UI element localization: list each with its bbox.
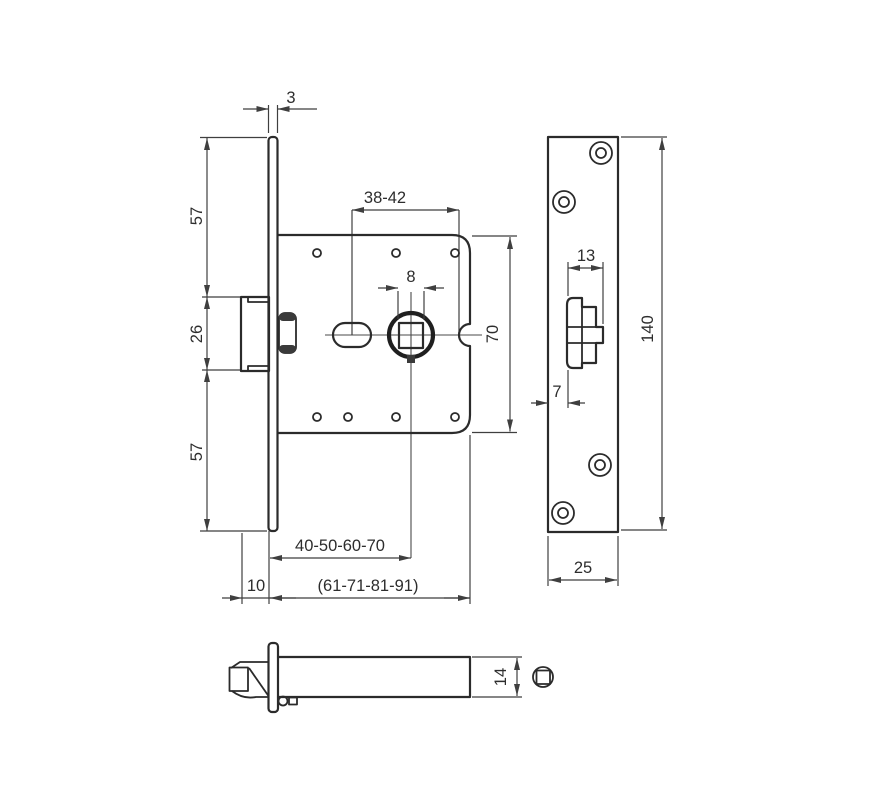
dim-label-projection: 10 bbox=[247, 577, 265, 595]
screw-hole bbox=[343, 412, 353, 422]
dim-plate-height: 140 bbox=[621, 136, 667, 531]
latch-head-section bbox=[228, 661, 270, 699]
dim-label-14: 14 bbox=[492, 668, 510, 686]
dim-label-25: 25 bbox=[574, 559, 592, 577]
faceplate-view: 13 7 140 25 bbox=[531, 135, 667, 586]
faceplate-screw-holes bbox=[551, 141, 613, 525]
latch-bevel bbox=[248, 667, 270, 697]
dim-label-3: 3 bbox=[286, 89, 295, 107]
dim-label-70: 70 bbox=[484, 325, 502, 343]
dim-label-57-upper: 57 bbox=[188, 207, 206, 225]
latch-bolt-profile bbox=[565, 296, 605, 370]
dim-faceplate-thickness: 3 bbox=[243, 89, 317, 133]
faceplate-outline bbox=[546, 135, 620, 534]
latch-tail-cap-bottom bbox=[279, 345, 296, 353]
dim-latch-offset: 7 bbox=[531, 370, 585, 408]
lock-case bbox=[276, 233, 472, 435]
latch-bolt-front bbox=[239, 295, 271, 373]
dim-case-thickness: 14 bbox=[472, 656, 522, 698]
oval-slot bbox=[331, 321, 373, 349]
screw-hole bbox=[391, 248, 401, 258]
latch-bolt-outline bbox=[239, 295, 271, 373]
dim-label-57-lower: 57 bbox=[188, 443, 206, 461]
dim-spindle-square: 8 bbox=[378, 268, 444, 319]
screw-hole bbox=[552, 190, 576, 214]
hub-stop-tab bbox=[407, 355, 415, 363]
faceplate-section bbox=[267, 641, 280, 714]
dim-latch-width: 13 bbox=[567, 247, 604, 324]
screw-hole bbox=[450, 248, 460, 258]
dim-backset-group: 40-50-60-70 10 (61-71-81-91) bbox=[222, 435, 471, 604]
deadlock-pin bbox=[277, 695, 298, 707]
latch-bolt-steps bbox=[247, 297, 269, 371]
dim-label-backset: 40-50-60-70 bbox=[295, 537, 385, 555]
bottom-view: 14 bbox=[228, 641, 554, 714]
dim-label-13: 13 bbox=[577, 247, 595, 265]
screw-hole bbox=[589, 141, 613, 165]
dim-label-8: 8 bbox=[406, 268, 415, 286]
spindle-square-hole bbox=[397, 321, 425, 350]
screw-hole bbox=[391, 412, 401, 422]
screw-hole bbox=[450, 412, 460, 422]
screw-hole bbox=[312, 248, 322, 258]
screw-hole bbox=[551, 501, 575, 525]
dim-left-stack: 57 26 57 bbox=[188, 136, 267, 532]
latch-tail bbox=[278, 312, 297, 354]
case-body-section bbox=[276, 655, 472, 699]
case-screw-holes bbox=[312, 248, 460, 422]
screw-hole bbox=[312, 412, 322, 422]
dim-label-26: 26 bbox=[188, 325, 206, 343]
front-view: 3 57 26 57 38-42 8 bbox=[188, 89, 517, 604]
dim-label-38-42: 38-42 bbox=[364, 189, 406, 207]
latch-tip bbox=[228, 666, 249, 692]
dim-label-7: 7 bbox=[552, 383, 561, 401]
dim-label-140: 140 bbox=[639, 315, 657, 343]
dim-case-height: 70 bbox=[472, 235, 517, 434]
spindle-section-symbol bbox=[532, 666, 554, 688]
dim-plate-width: 25 bbox=[547, 536, 619, 586]
latch-bottom-curve bbox=[231, 690, 269, 699]
dim-slot-spacing: 38-42 bbox=[352, 189, 459, 213]
screw-hole bbox=[588, 453, 612, 477]
latch-tail-cap-top bbox=[279, 313, 296, 321]
latch-top-edge bbox=[230, 661, 269, 669]
dim-label-overall: (61-71-81-91) bbox=[318, 577, 419, 595]
